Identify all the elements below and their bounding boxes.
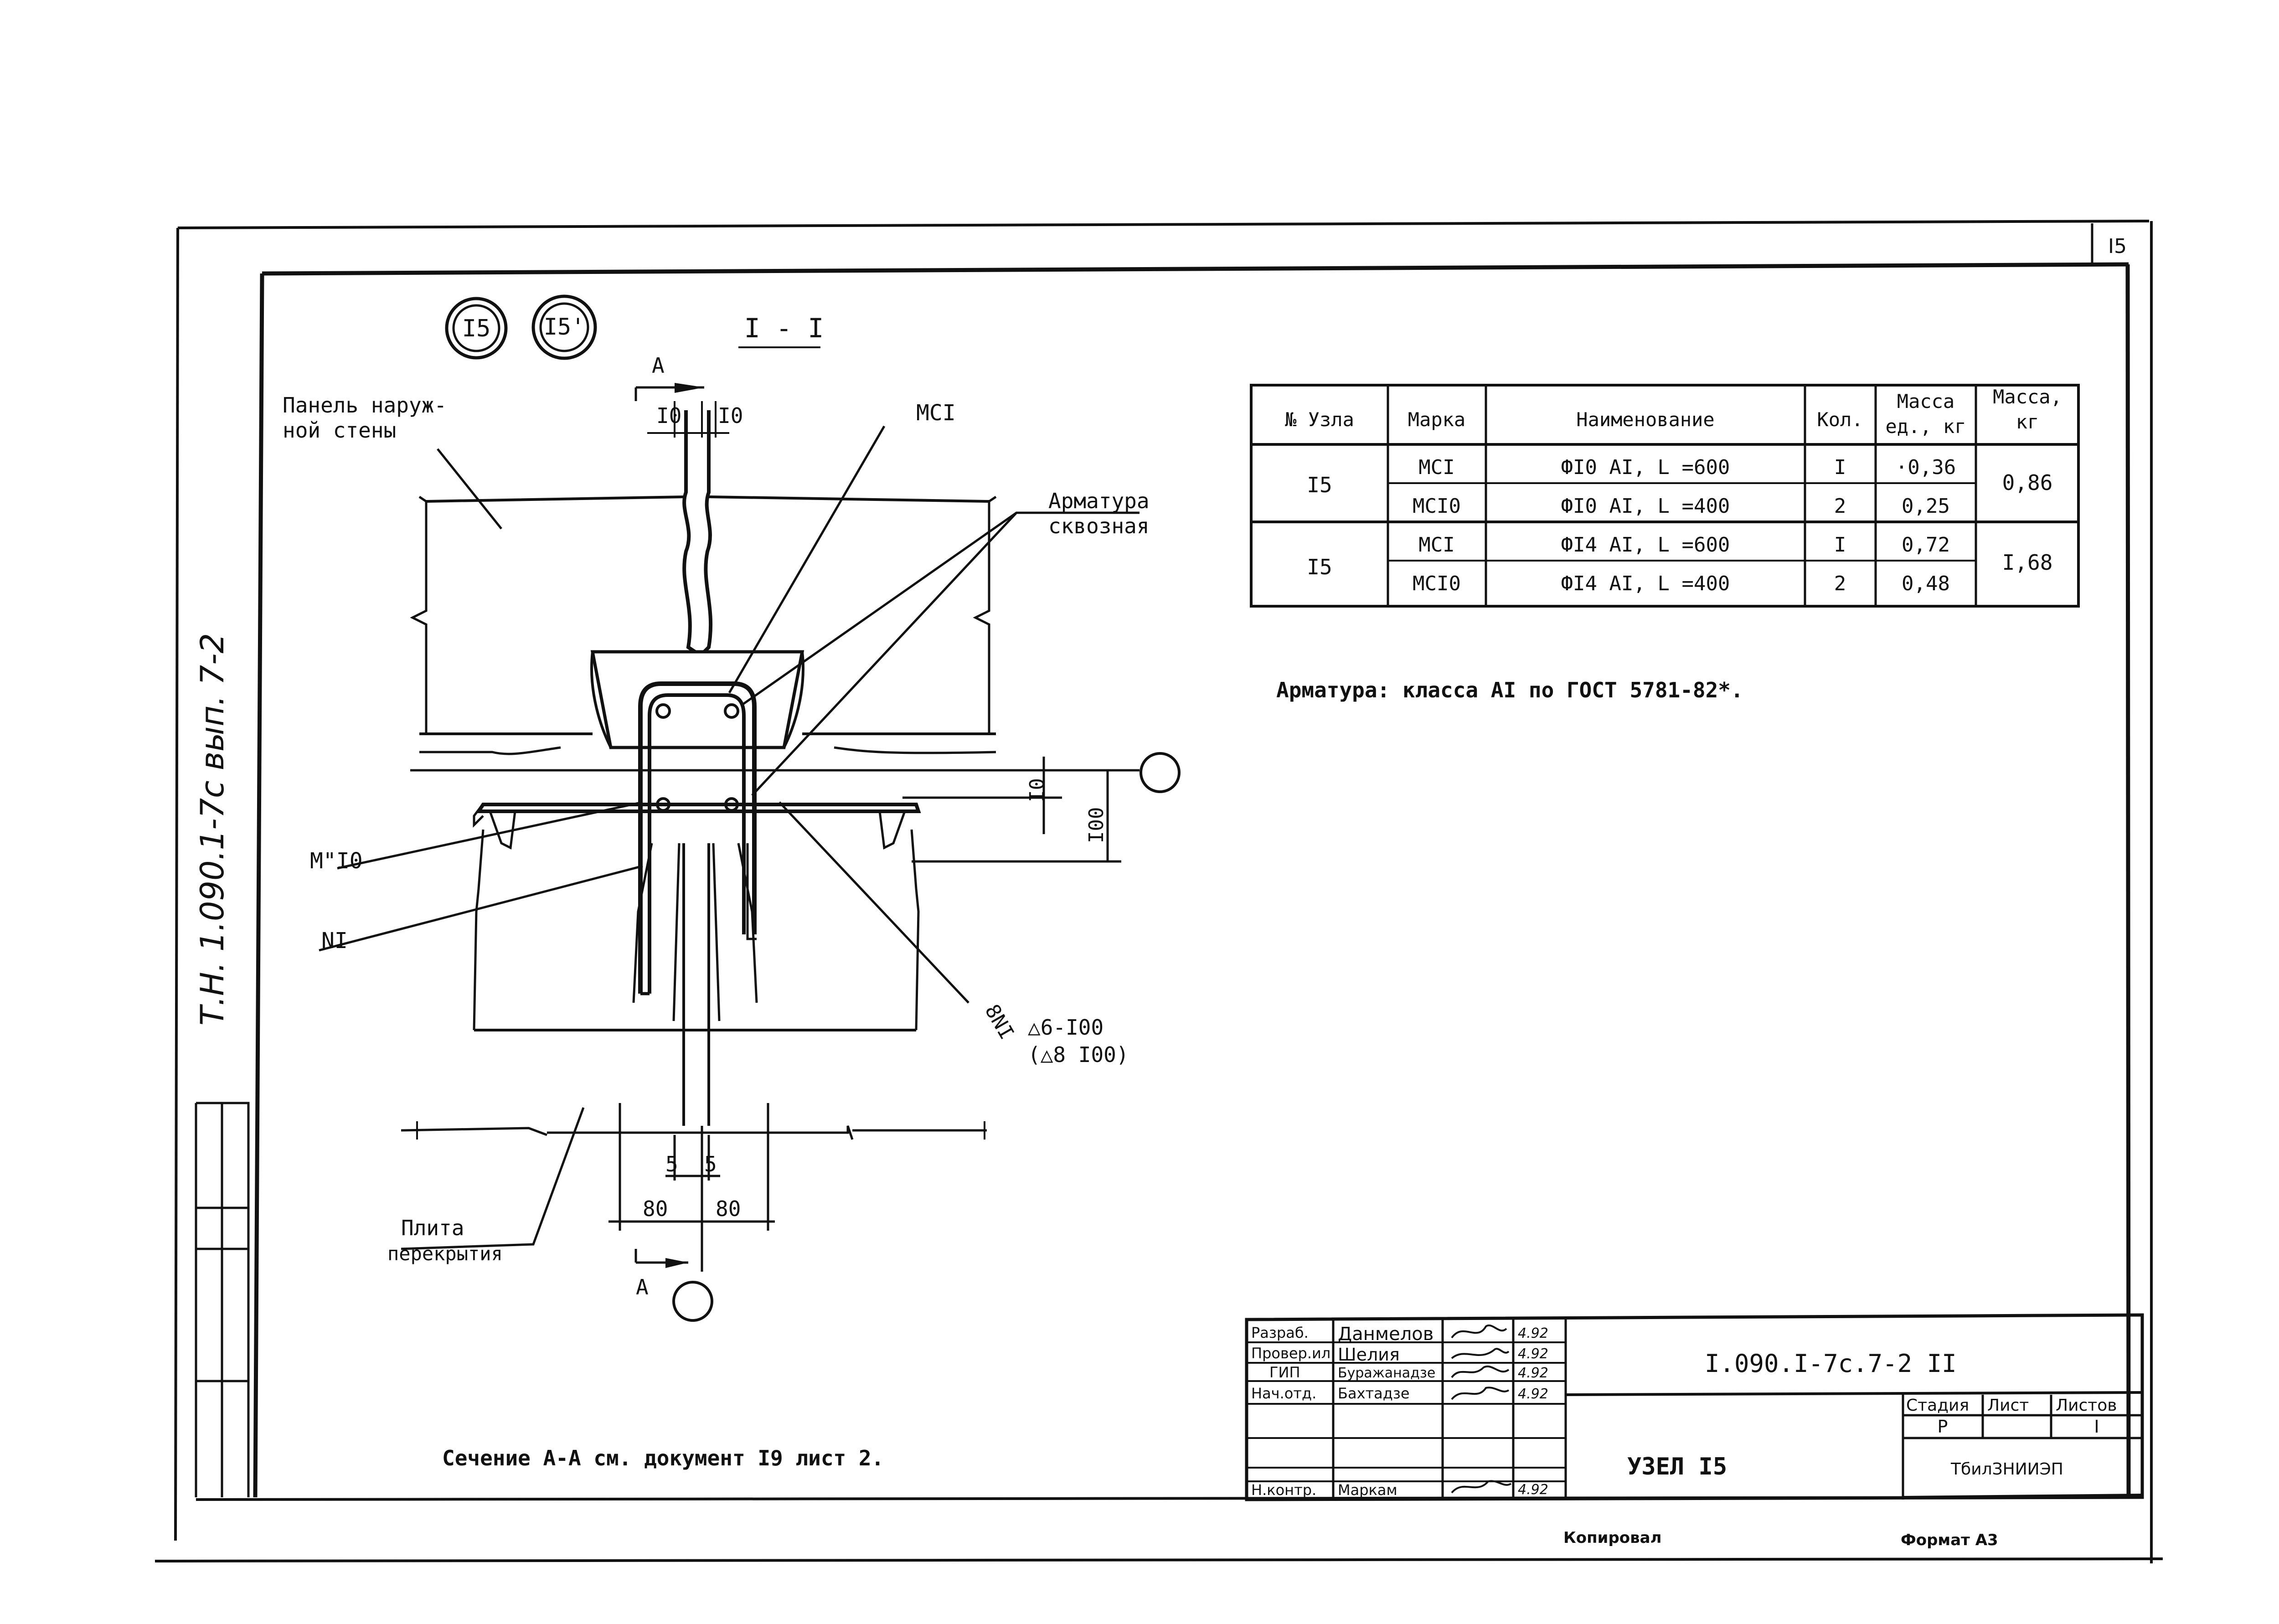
sheets-header: Листов: [2056, 1396, 2117, 1415]
spec-header-node: № Узла: [1285, 408, 1354, 431]
date-checked: 4.92: [1518, 1346, 1548, 1362]
spec-total-mass: I,68: [2002, 550, 2053, 575]
spec-mark: МСI: [1418, 456, 1454, 479]
role-norm-control: Н.контр.: [1251, 1481, 1316, 1499]
spec-mark: МСI: [1418, 533, 1454, 557]
dim-top-left: I0: [656, 403, 681, 428]
sheet-header: Лист: [1987, 1396, 2029, 1415]
spec-table: [1250, 384, 2080, 608]
section-arrow-bottom-label: A: [636, 1275, 649, 1299]
dim-side-large: I00: [1085, 807, 1108, 843]
spec-header-name: Наименование: [1576, 408, 1714, 431]
panel-label-line1: Панель наруж-: [283, 393, 447, 418]
spec-mark: МСI0: [1413, 495, 1461, 518]
side-annotation: Т.Н. 1.090.1-7с вып. 7-2: [194, 633, 231, 1026]
spacing-label-2: (△8 I00): [1028, 1042, 1129, 1067]
spec-header-unit-mass-1: Масса: [1897, 390, 1954, 412]
spec-unit-mass: 0,25: [1902, 495, 1950, 518]
stage-header: Стадия: [1906, 1396, 1969, 1415]
name-norm-control: Маркам: [1338, 1481, 1397, 1499]
rebar-label-line2: сквозная: [1048, 514, 1150, 538]
date-dept-head: 4.92: [1518, 1386, 1548, 1402]
dim-bottom-right: 80: [716, 1196, 741, 1221]
spacing-label-1: △6-I00: [1028, 1015, 1103, 1040]
date-norm-control: 4.92: [1518, 1482, 1548, 1498]
sheet-frame: [155, 220, 2163, 1563]
spec-unit-mass: 0,48: [1902, 572, 1950, 595]
spec-total-mass: 0,86: [2002, 470, 2053, 495]
spec-qty: I: [1834, 456, 1846, 479]
section-detail: [319, 383, 1181, 1322]
organization: ТбилЗНИИЭП: [1950, 1460, 2063, 1479]
spec-header-mass-2: кг: [2016, 411, 2039, 433]
slab-label-line2: перекрытия: [387, 1242, 503, 1265]
mci-label: МСI: [916, 400, 956, 426]
drawing-title: УЗЕЛ I5: [1627, 1453, 1727, 1480]
note-section: Сечение А-А см. документ I9 лист 2.: [442, 1446, 884, 1470]
spec-table-group-2: I5 I,68 МСI ФI4 АI, L =600 I 0,72 МСI0 Ф…: [1307, 533, 2052, 595]
spec-table-header: № Узла Марка Наименование Кол. Масса ед.…: [1285, 386, 2062, 438]
spec-name: ФI0 АI, L =600: [1561, 456, 1730, 479]
svg-text:I5: I5: [462, 315, 491, 342]
role-developed: Разраб.: [1251, 1324, 1309, 1341]
dim-top-right: I0: [718, 403, 743, 428]
spec-table-group-1: I5 0,86 МСI ФI0 АI, L =600 I ·0,36 МСI0 …: [1307, 456, 2052, 518]
left-stamp-strip: [195, 1102, 250, 1497]
dim-bottom-right-small: 5: [704, 1152, 717, 1176]
spec-unit-mass: ·0,36: [1896, 456, 1956, 479]
spec-name: ФI4 АI, L =600: [1561, 533, 1730, 557]
spec-mark: МСI0: [1413, 572, 1461, 595]
spec-qty: 2: [1834, 495, 1846, 518]
node-mark-15-prime: I5': [531, 294, 597, 360]
name-chief-engineer: Буражанадзе: [1338, 1365, 1435, 1381]
stage-value: Р: [1938, 1417, 1948, 1437]
spec-unit-mass: 0,72: [1902, 533, 1950, 557]
slab-label-line1: Плита: [401, 1216, 464, 1240]
note-rebar: Арматура: класса АI по ГОСТ 5781-82*.: [1276, 678, 1743, 702]
sheets-value: I: [2094, 1417, 2099, 1437]
spec-header-qty: Кол.: [1817, 408, 1863, 431]
panel-label-line2: ной стены: [283, 418, 396, 443]
rebar-label-line1: Арматура: [1048, 489, 1150, 513]
spec-header-mass-1: Масса,: [1993, 386, 2062, 408]
section-title: I - I: [744, 313, 824, 344]
sheet-corner-number: I5: [2108, 235, 2127, 258]
svg-text:I5': I5': [544, 314, 585, 340]
role-chief-engineer: ГИП: [1269, 1364, 1300, 1381]
n1-label: NI: [321, 928, 348, 954]
copied-label: Копировал: [1563, 1529, 1662, 1547]
spec-node: I5: [1307, 555, 1332, 579]
title-block: [1245, 1313, 2144, 1501]
section-arrow-top-label: A: [652, 353, 665, 378]
date-chief-engineer: 4.92: [1518, 1365, 1548, 1381]
spec-header-unit-mass-2: ед., кг: [1885, 415, 1966, 438]
name-developed: Данмелов: [1338, 1324, 1433, 1345]
dim-side-small: I0: [1026, 778, 1049, 802]
node-mark-15: I5: [445, 297, 508, 360]
title-block-signatures: Разраб. Провер.ил ГИП Нач.отд. Н.контр. …: [1251, 1324, 1548, 1499]
spec-header-mark: Марка: [1408, 408, 1465, 431]
mc10-label: М"I0: [310, 848, 363, 874]
spec-name: ФI4 АI, L =400: [1561, 572, 1730, 595]
spec-qty: 2: [1834, 572, 1846, 595]
n8-label: 8NI: [980, 1000, 1018, 1043]
spec-qty: I: [1834, 533, 1846, 557]
format-label: Формат А3: [1901, 1531, 1998, 1549]
role-checked: Провер.ил: [1251, 1345, 1330, 1362]
name-dept-head: Бахтадзе: [1338, 1385, 1410, 1402]
document-designation: I.090.I-7с.7-2 II: [1705, 1349, 1957, 1378]
dim-bottom-left-small: 5: [665, 1152, 678, 1176]
spec-name: ФI0 АI, L =400: [1561, 495, 1730, 518]
dim-bottom-left: 80: [643, 1196, 668, 1221]
spec-node: I5: [1307, 473, 1332, 497]
role-dept-head: Нач.отд.: [1251, 1385, 1316, 1402]
date-developed: 4.92: [1518, 1325, 1548, 1341]
name-checked: Шелия: [1338, 1345, 1400, 1365]
